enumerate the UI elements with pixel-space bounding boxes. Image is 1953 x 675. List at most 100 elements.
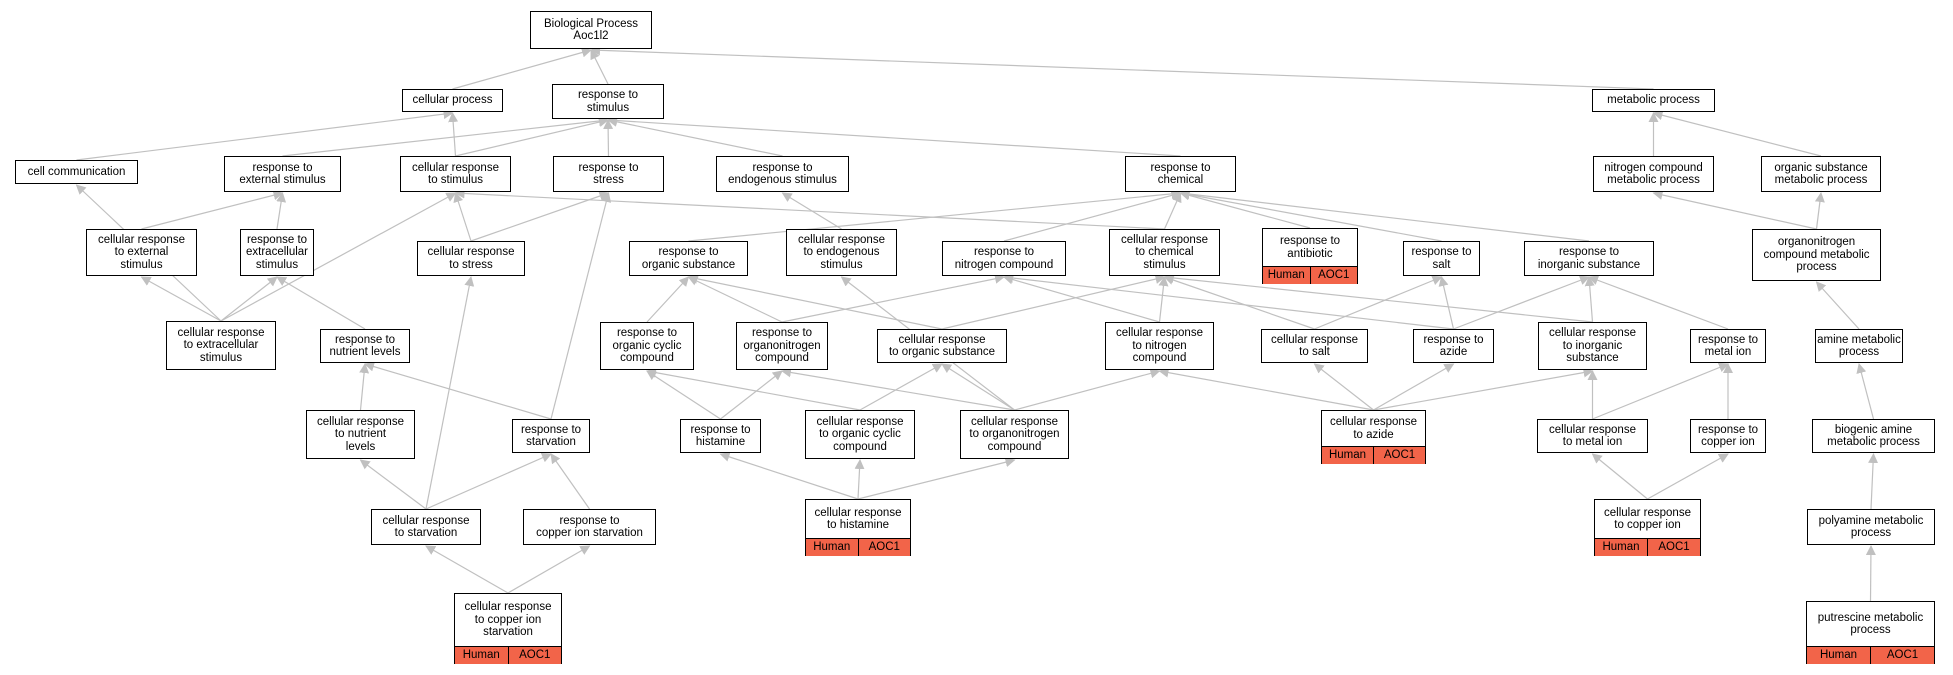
- cellular-response-to-inorganic-substance-node[interactable]: cellular response to inorganic substance: [1538, 322, 1647, 370]
- cellular-response-to-copper-ion-starvation-node[interactable]: cellular response to copper ion starvati…: [454, 593, 562, 664]
- nitrogen-compound-metabolic-process-node[interactable]: nitrogen compound metabolic process: [1593, 156, 1714, 192]
- cellular-response-to-salt-node[interactable]: cellular response to salt: [1261, 329, 1368, 363]
- edge-rs-to-bp: [590, 49, 609, 85]
- response-to-chemical-node[interactable]: response to chemical: [1125, 156, 1236, 192]
- edge-rhis-to-rocc: [646, 370, 721, 420]
- edge-ocmp-to-osmp: [1814, 192, 1825, 230]
- edge-rsv-to-rnl: [364, 361, 552, 420]
- response-to-starvation-node[interactable]: response to starvation: [512, 419, 590, 453]
- edge-rhis-to-ronc: [720, 370, 783, 420]
- biogenic-amine-metabolic-process-node[interactable]: biogenic amine metabolic process: [1812, 419, 1935, 453]
- edge-ronc-to-rnc: [781, 273, 1005, 323]
- cellular-response-to-external-stimulus-node[interactable]: cellular response to external stimulus: [86, 229, 197, 276]
- edge-crnc-to-crcs: [1158, 276, 1169, 323]
- cellular-response-to-nutrient-levels-node[interactable]: cellular response to nutrient levels: [306, 410, 415, 459]
- response-to-inorganic-substance-node[interactable]: response to inorganic substance: [1524, 241, 1654, 276]
- edge-crnl-to-rnl: [359, 363, 370, 411]
- organonitrogen-compound-metabolic-process-node[interactable]: organonitrogen compound metabolic proces…: [1752, 229, 1881, 281]
- organic-substance-metabolic-process-node[interactable]: organic substance metabolic process: [1761, 156, 1881, 192]
- response-to-histamine-node[interactable]: response to histamine: [680, 419, 761, 453]
- response-to-nutrient-levels-node[interactable]: response to nutrient levels: [320, 329, 410, 363]
- edge-craz-to-crsalt: [1313, 363, 1374, 411]
- edge-rab-to-rc: [1179, 190, 1311, 229]
- response-to-extracellular-stimulus-node[interactable]: response to extracellular stimulus: [240, 229, 314, 276]
- edge-raz-to-rnc: [1003, 273, 1454, 330]
- cellular-response-to-starvation-node[interactable]: cellular response to starvation: [371, 509, 481, 545]
- node-label: response to antibiotic: [1279, 235, 1341, 260]
- response-to-nitrogen-compound-node[interactable]: response to nitrogen compound: [942, 241, 1066, 276]
- species-tag: Human: [1267, 269, 1305, 282]
- response-to-stimulus-node[interactable]: response to stimulus: [552, 84, 664, 119]
- edge-ris-to-rc: [1179, 189, 1590, 242]
- edge-cros-to-ros: [687, 273, 943, 330]
- edge-crcis-to-rcis: [507, 545, 591, 594]
- response-to-organic-substance-node[interactable]: response to organic substance: [629, 241, 748, 276]
- edge-rens-to-rs: [607, 116, 783, 157]
- edge-crs-to-cp: [448, 112, 459, 157]
- cellular-response-to-extracellular-stimulus-node[interactable]: cellular response to extracellular stimu…: [166, 321, 276, 370]
- edge-crst-to-crs: [453, 192, 472, 242]
- response-to-stress-node[interactable]: response to stress: [553, 156, 664, 192]
- polyamine-metabolic-process-node[interactable]: polyamine metabolic process: [1807, 509, 1935, 545]
- edge-craz-to-raz: [1373, 363, 1455, 411]
- response-to-organic-cyclic-compound-node[interactable]: response to organic cyclic compound: [600, 322, 694, 370]
- edge-cc-to-cp: [76, 109, 454, 161]
- edge-rcis-to-rsv: [550, 453, 590, 510]
- cell-communication-node[interactable]: cell communication: [15, 160, 138, 184]
- edge-cris-to-ris: [1584, 276, 1595, 323]
- amine-metabolic-process-node[interactable]: amine metabolic process: [1815, 329, 1903, 363]
- node-label: cellular response to copper ion starvati…: [464, 601, 552, 639]
- gene-tag: AOC1: [1647, 539, 1700, 556]
- cellular-process-node[interactable]: cellular process: [402, 89, 503, 112]
- response-to-salt-node[interactable]: response to salt: [1403, 241, 1480, 276]
- response-to-copper-ion-starvation-node[interactable]: response to copper ion starvation: [523, 509, 656, 545]
- cellular-response-to-chemical-stimulus-node[interactable]: cellular response to chemical stimulus: [1109, 229, 1220, 276]
- response-to-organonitrogen-compound-node[interactable]: response to organonitrogen compound: [736, 322, 828, 370]
- cellular-response-to-organic-cyclic-compound-node[interactable]: cellular response to organic cyclic comp…: [805, 410, 915, 459]
- cellular-response-to-nitrogen-compound-node[interactable]: cellular response to nitrogen compound: [1105, 322, 1214, 370]
- response-to-endogenous-stimulus-node[interactable]: response to endogenous stimulus: [716, 156, 849, 192]
- gene-tag: AOC1: [1870, 647, 1934, 664]
- cellular-response-to-endogenous-stimulus-node[interactable]: cellular response to endogenous stimulus: [786, 229, 897, 276]
- node-label: cellular response to histamine: [814, 506, 902, 532]
- gene-tag: AOC1: [1309, 267, 1358, 284]
- cellular-response-to-metal-ion-node[interactable]: cellular response to metal ion: [1537, 419, 1648, 453]
- metabolic-process-node[interactable]: metabolic process: [1592, 89, 1715, 112]
- root-node[interactable]: Biological Process Aoc1l2: [530, 11, 652, 49]
- edge-crhis-to-crocc: [854, 459, 865, 500]
- edge-crst-to-rst: [470, 191, 610, 242]
- response-to-azide-node[interactable]: response to azide: [1413, 329, 1494, 363]
- annotation-row: Human AOC1: [1595, 538, 1700, 556]
- response-to-copper-ion-node[interactable]: response to copper ion: [1690, 419, 1766, 453]
- cellular-response-to-stress-node[interactable]: cellular response to stress: [417, 241, 525, 276]
- cellular-response-to-organonitrogen-compound-node[interactable]: cellular response to organonitrogen comp…: [960, 410, 1069, 459]
- response-to-metal-ion-node[interactable]: response to metal ion: [1690, 329, 1766, 363]
- gene-tag: AOC1: [1373, 447, 1425, 464]
- edge-mp-to-bp: [590, 45, 1654, 90]
- edge-crexs-to-cres: [140, 276, 222, 322]
- response-to-external-stimulus-node[interactable]: response to external stimulus: [224, 156, 341, 192]
- cellular-response-to-stimulus-node[interactable]: cellular response to stimulus: [400, 156, 511, 192]
- edge-crcis-to-crsv: [425, 545, 509, 594]
- edge-cronc-to-cros: [941, 363, 1015, 411]
- edge-crhis-to-cronc: [857, 457, 1016, 500]
- cellular-response-to-organic-substance-node[interactable]: cellular response to organic substance: [877, 329, 1007, 363]
- species-tag: Human: [1819, 649, 1858, 662]
- edge-crocc-to-rocc: [646, 367, 861, 411]
- edge-ros-to-rc: [688, 188, 1182, 242]
- edge-rst-to-rs: [603, 119, 614, 157]
- edge-raz-to-ris: [1453, 275, 1590, 330]
- species-tag: Human: [1602, 541, 1640, 554]
- edge-crsalt-to-crcs: [1163, 275, 1315, 330]
- edge-cronc-to-crnc: [1014, 368, 1161, 411]
- edge-crmi-to-rmi: [1592, 362, 1729, 420]
- node-label: putrescine metabolic process: [1817, 611, 1924, 637]
- edge-rsalt-to-rc: [1179, 189, 1442, 242]
- edge-rnc-to-rc: [1003, 190, 1182, 242]
